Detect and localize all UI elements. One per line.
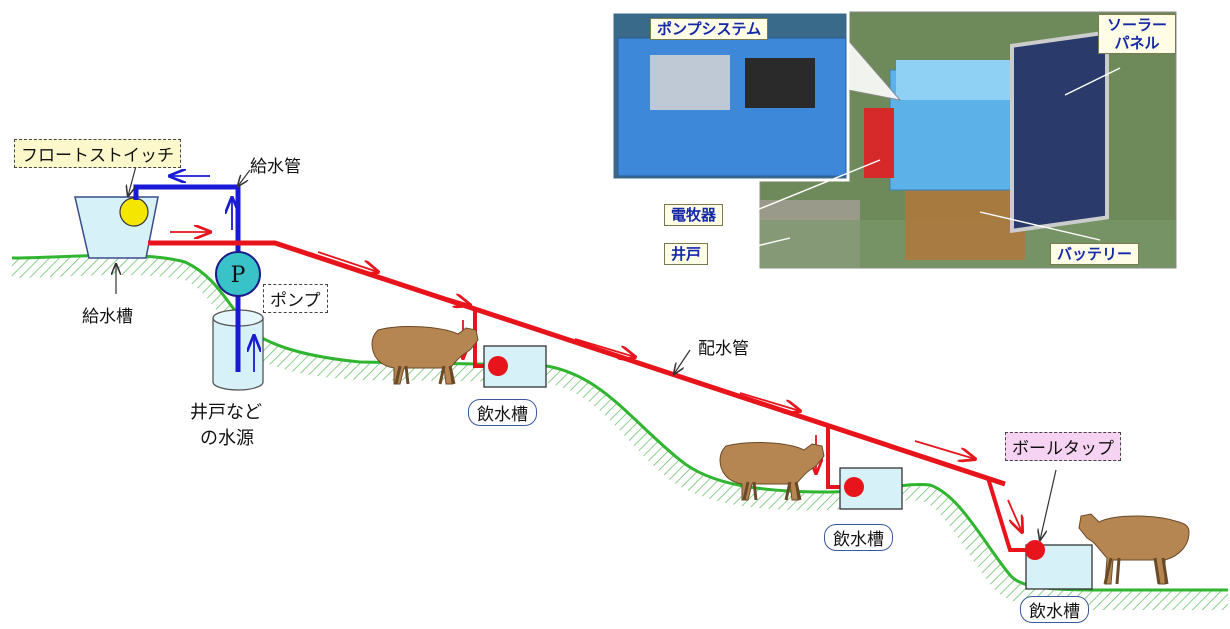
flow-arrows-red xyxy=(170,232,1022,532)
pump-label: ポンプ xyxy=(263,284,328,313)
flow-arrows-blue xyxy=(170,176,254,372)
distribution-pipe-label: 配水管 xyxy=(698,339,749,359)
photo-solar-panel xyxy=(1010,30,1109,234)
pump-circle xyxy=(215,251,261,297)
cow-2 xyxy=(719,442,825,501)
photo-label-solar-panel: ソーラー パネル xyxy=(1098,14,1176,54)
ball-tap-3 xyxy=(1025,540,1045,560)
drinking-trough-2-label: 飲水槽 xyxy=(824,524,893,551)
drinking-trough-3-label: 飲水槽 xyxy=(1020,596,1089,623)
photo-leader-lines xyxy=(727,67,1121,254)
cow-1 xyxy=(371,326,479,385)
photo-controller xyxy=(864,108,894,178)
drop-pipe-3 xyxy=(986,477,1032,552)
equipment-photo xyxy=(610,10,1177,269)
supply-tank-label: 給水槽 xyxy=(82,307,133,327)
photo-label-pump-system: ポンプシステム xyxy=(650,18,769,40)
ball-tap-2 xyxy=(844,477,864,497)
leader-lines xyxy=(116,165,1057,540)
ball-tap-1 xyxy=(488,356,508,376)
drinking-trough-1-label: 飲水槽 xyxy=(468,399,537,426)
float-switch-label: フロートストイッチ xyxy=(14,139,181,168)
ball-tap-label: ボールタップ xyxy=(1005,432,1121,461)
supply-pipe-label: 給水管 xyxy=(250,157,301,177)
photo-label-electric-fence: 電牧器 xyxy=(664,204,724,226)
photo-label-solar-panel-line1: ソーラー xyxy=(1106,16,1167,34)
photo-label-well: 井戸 xyxy=(664,243,709,265)
distribution-pipe-main xyxy=(148,240,1006,487)
float-switch-ball xyxy=(119,197,149,227)
photo-label-battery: バッテリー xyxy=(1050,243,1140,265)
pump-symbol: P xyxy=(231,263,246,288)
photo-label-solar-panel-line2: パネル xyxy=(1114,34,1160,52)
ground-line xyxy=(11,253,1228,592)
water-source-label-line1: 井戸など xyxy=(190,402,262,423)
cow-3 xyxy=(1078,513,1190,585)
water-source-label-line2: の水源 xyxy=(200,428,254,449)
